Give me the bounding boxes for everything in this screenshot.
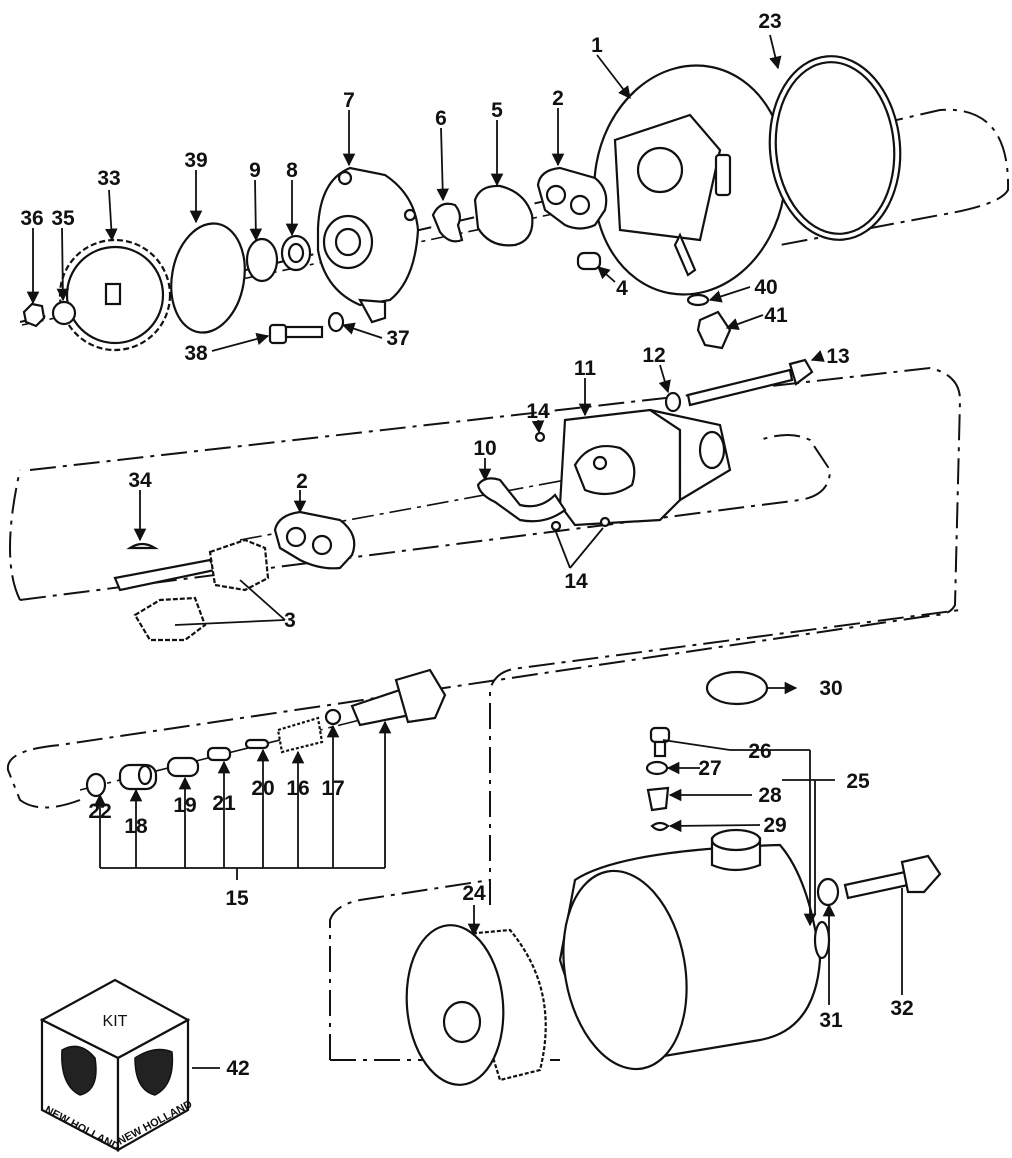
part-39-oring <box>170 222 246 334</box>
part-19-plunger <box>166 756 200 778</box>
callout-13: 13 <box>826 345 849 368</box>
part-7-pump-cover <box>316 166 420 324</box>
callout-30: 30 <box>819 677 842 700</box>
callout-21: 21 <box>212 792 236 815</box>
callout-32: 32 <box>890 997 913 1020</box>
callout-4: 4 <box>616 277 628 300</box>
part-22-oring <box>85 772 107 798</box>
callout-15: 15 <box>225 887 249 910</box>
callout-42: 42 <box>226 1057 249 1080</box>
callout-14-upper: 14 <box>526 400 550 423</box>
callout-12: 12 <box>642 344 665 367</box>
callout-36: 36 <box>20 207 43 230</box>
part-38-screw <box>268 323 324 345</box>
part-14-oring-b <box>550 520 562 532</box>
callout-17: 17 <box>321 777 344 800</box>
part-6-seal <box>431 202 464 243</box>
callout-26: 26 <box>748 740 771 763</box>
callout-1: 1 <box>591 34 603 57</box>
callout-18: 18 <box>124 815 148 838</box>
callout-22: 22 <box>88 800 111 823</box>
part-11-pump-body <box>558 408 732 527</box>
part-1-housing <box>593 64 787 296</box>
part-14-oring-a <box>534 431 546 443</box>
callout-11: 11 <box>574 357 597 380</box>
pump-axis <box>239 469 621 541</box>
callout-14-lower: 14 <box>564 570 588 593</box>
part-2-plate-lower <box>273 510 356 570</box>
part-10-seal <box>476 477 567 523</box>
part-28-plug <box>646 786 670 812</box>
leader-lines <box>26 34 903 1069</box>
callout-39: 39 <box>184 149 207 172</box>
part-36-nut <box>22 302 46 328</box>
part-24-filter <box>405 924 547 1086</box>
upper-group-outline <box>19 108 1010 323</box>
callout-6: 6 <box>435 107 447 130</box>
middle-group-outline <box>6 366 962 809</box>
callout-20: 20 <box>251 777 274 800</box>
callout-8: 8 <box>286 159 298 182</box>
callout-5: 5 <box>491 99 503 122</box>
callout-23: 23 <box>758 10 781 33</box>
part-35-washer <box>51 300 77 326</box>
callout-40: 40 <box>754 276 777 299</box>
part-32-bolt <box>843 854 942 900</box>
part-40-oring <box>686 293 710 307</box>
callout-27: 27 <box>698 757 721 780</box>
callout-35: 35 <box>51 207 75 230</box>
callout-24: 24 <box>462 882 486 905</box>
part-34-key <box>126 542 159 550</box>
part-16-spring <box>276 716 324 754</box>
part-9-ring <box>245 237 279 283</box>
callout-10: 10 <box>473 437 496 460</box>
callout-29: 29 <box>763 814 786 837</box>
part-31-washer <box>816 877 840 907</box>
callout-2-upper: 2 <box>552 87 564 110</box>
callout-19: 19 <box>173 794 196 817</box>
callout-16: 16 <box>286 777 309 800</box>
part-13-bolt <box>686 358 814 407</box>
part-20-pin <box>244 738 270 750</box>
part-14-oring-c <box>599 516 611 528</box>
part-12-washer <box>664 391 682 413</box>
callout-38: 38 <box>184 342 208 365</box>
callout-labels: 1 2 2 3 4 5 6 7 8 9 10 11 12 13 14 14 15… <box>20 10 913 1080</box>
part-2-plate-upper <box>536 166 608 230</box>
part-37-lockwasher <box>327 311 345 333</box>
callout-9: 9 <box>249 159 261 182</box>
part-3-gears <box>113 538 270 642</box>
part-41-elbow <box>696 310 732 350</box>
middle-inner-outline <box>9 434 832 601</box>
part-30-cap <box>705 670 769 706</box>
callout-33: 33 <box>97 167 120 190</box>
part-25-reservoir <box>558 828 831 1071</box>
callout-41: 41 <box>764 304 788 327</box>
callout-28: 28 <box>758 784 782 807</box>
callout-34: 34 <box>128 469 152 492</box>
callout-37: 37 <box>386 327 409 350</box>
part-42-kit-box <box>39 978 191 1152</box>
part-18-seat <box>118 763 158 791</box>
part-5-gasket <box>473 184 534 247</box>
callout-25: 25 <box>846 770 870 793</box>
part-4-dowel <box>576 251 602 271</box>
part-33-drive-gear <box>58 238 172 352</box>
part-15-plug <box>350 668 447 727</box>
callout-3: 3 <box>284 609 296 632</box>
part-29-clip <box>650 821 670 832</box>
callout-7: 7 <box>343 89 355 112</box>
part-26-screw <box>649 726 671 758</box>
callout-2-lower: 2 <box>296 470 308 493</box>
kit-label: KIT <box>103 1013 128 1030</box>
callout-31: 31 <box>819 1009 843 1032</box>
part-21-pin <box>206 746 232 762</box>
part-17-washer <box>324 708 342 726</box>
part-27-washer <box>645 760 669 776</box>
